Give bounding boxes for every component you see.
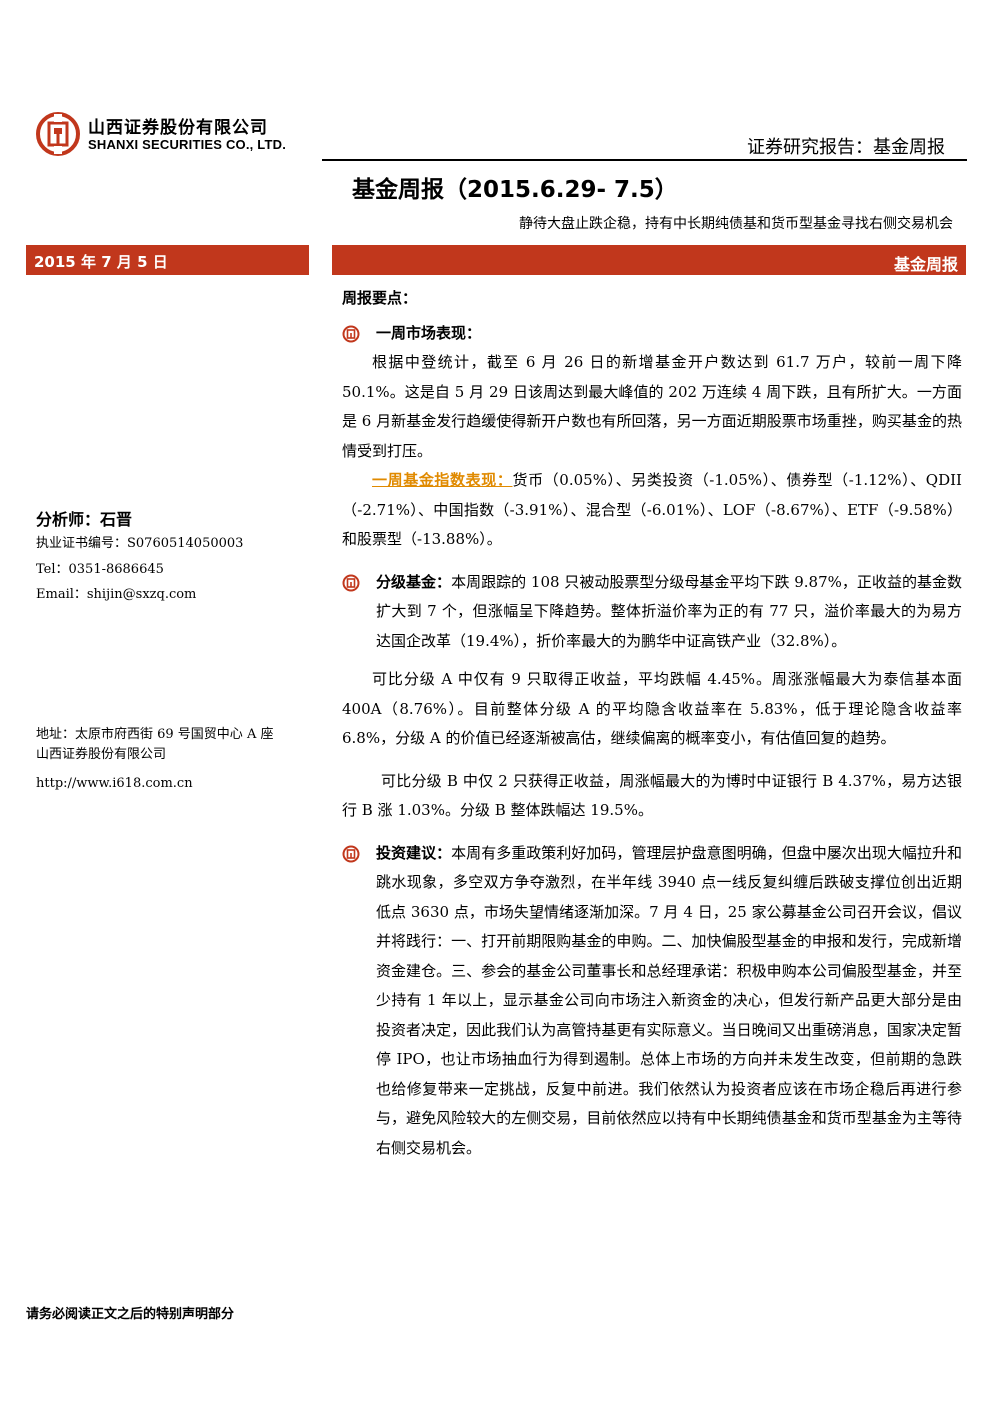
section-bar-label: 基金周报 [893, 255, 958, 274]
index-lead: 一周基金指数表现： [372, 471, 513, 489]
analyst-tel: Tel：0351-8686645 [36, 562, 164, 577]
company-name-cn: 山西证券股份有限公司 [88, 118, 268, 138]
investment-advice-body: 本周有多重政策利好加码，管理层护盘意图明确，但盘中屡次出现大幅拉升和跳水现象，多… [376, 843, 962, 1157]
analyst-cert: 执业证书编号：S0760514050003 [36, 536, 244, 551]
company-name-en: SHANXI SECURITIES CO., LTD. [88, 137, 287, 152]
section-bar: 基金周报 [332, 245, 966, 275]
bullet-icon [342, 574, 360, 591]
section-market-title: 一周市场表现： [376, 323, 482, 342]
analyst-email: Email：shijin@sxzq.com [36, 587, 197, 602]
index-body: 货币（0.05%）、另类投资（-1.05%）、债券型（-1.12%）、QDII（… [342, 471, 962, 548]
date-bar: 2015 年 7 月 5 日 [26, 245, 309, 275]
bullet-icon [342, 325, 360, 342]
footer-disclaimer: 请务必阅读正文之后的特别声明部分 [26, 1307, 235, 1322]
class-b-paragraph: 可比分级 B 中仅 2 只获得正收益，周涨幅最大的为博时中证银行 B 4.37%… [342, 771, 962, 820]
analyst-name: 分析师：石晋 [36, 510, 133, 529]
investment-advice-lead: 投资建议： [376, 843, 452, 862]
report-body: 周报要点： 一周市场表现： 根据中登统计，截至 6 月 26 日的新增基金开户数… [342, 284, 962, 1163]
page-subtitle: 静待大盘止跌企稳，持有中长期纯债基和货币型基金寻找右侧交易机会 [519, 216, 953, 232]
report-type: 证券研究报告：基金周报 [747, 137, 945, 158]
structured-fund-body: 本周跟踪的 108 只被动股票型分级母基金平均下跌 9.87%，正收益的基金数扩… [376, 572, 962, 650]
keypoints-title: 周报要点： [342, 289, 418, 307]
index-paragraph: 一周基金指数表现：货币（0.05%）、另类投资（-1.05%）、债券型（-1.1… [342, 466, 962, 555]
address-line1: 地址：太原市府西街 69 号国贸中心 A 座 [36, 727, 274, 742]
structured-fund-block: 分级基金：本周跟踪的 108 只被动股票型分级母基金平均下跌 9.87%，正收益… [342, 568, 962, 657]
section-market-heading: 一周市场表现： [342, 319, 962, 349]
company-logo [36, 112, 80, 156]
structured-fund-lead: 分级基金： [376, 572, 452, 591]
report-date: 2015 年 7 月 5 日 [34, 253, 168, 271]
header-divider [322, 159, 967, 161]
bullet-icon [342, 845, 360, 862]
page-title: 基金周报（2015.6.29- 7.5） [352, 177, 678, 203]
market-paragraph: 根据中登统计，截至 6 月 26 日的新增基金开户数达到 61.7 万户，较前一… [342, 353, 962, 460]
investment-advice-block: 投资建议：本周有多重政策利好加码，管理层护盘意图明确，但盘中屡次出现大幅拉升和跳… [342, 839, 962, 1164]
address-line2: 山西证券股份有限公司 [36, 747, 167, 762]
class-a-paragraph: 可比分级 A 中仅有 9 只取得正收益，平均跌幅 4.45%。周涨涨幅最大为泰信… [342, 670, 962, 747]
website-link[interactable]: http://www.i618.com.cn [36, 776, 193, 791]
